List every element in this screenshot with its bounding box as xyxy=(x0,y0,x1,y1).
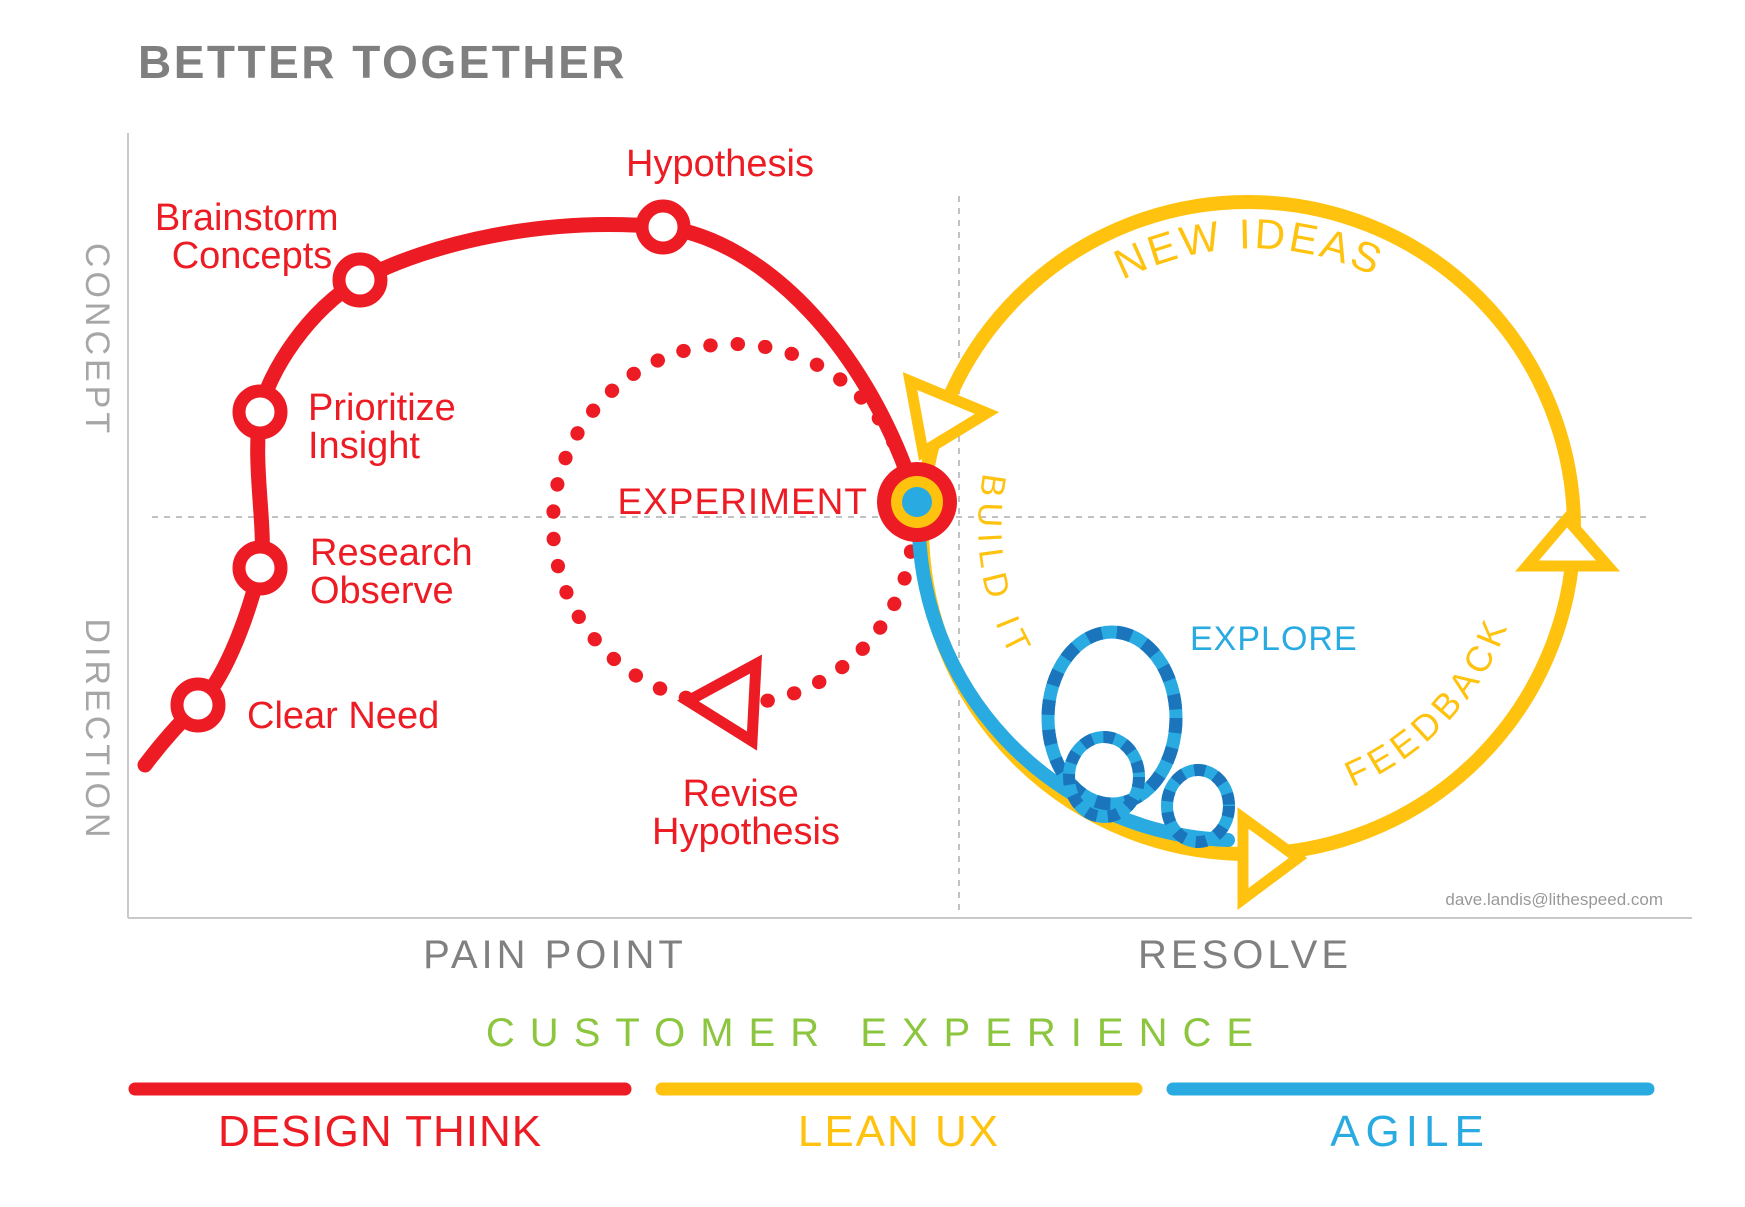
milestone-node-research-observe xyxy=(232,540,288,596)
label-experiment: EXPERIMENT xyxy=(617,481,868,522)
credit-email: dave.landis@lithespeed.com xyxy=(1445,890,1663,909)
agile-loop-medium xyxy=(1063,731,1145,823)
legend-label-lean-ux: LEAN UX xyxy=(798,1107,1000,1156)
milestone-node-brainstorm-concepts xyxy=(332,252,388,308)
legend-label-design-think: DESIGN THINK xyxy=(218,1107,542,1156)
agile-loop-large xyxy=(1041,625,1183,811)
customer-experience-banner: CUSTOMER EXPERIENCE xyxy=(486,1011,1268,1055)
label-revise-hypothesis: Revise Hypothesis xyxy=(652,773,840,853)
milestone-node-prioritize-insight xyxy=(232,384,288,440)
x-axis-label-pain-point: PAIN POINT xyxy=(423,933,687,977)
label-clear-need: Clear Need xyxy=(247,695,439,737)
label-prioritize-insight: Prioritize Insight xyxy=(308,387,466,467)
milestone-node-hypothesis xyxy=(635,199,691,255)
label-feedback: FEEDBACK xyxy=(1338,610,1516,795)
revise-hypothesis-arrow-icon xyxy=(677,654,763,751)
build-it-arrow-icon xyxy=(902,372,1000,461)
feedback-up-arrow-icon xyxy=(1515,510,1621,572)
label-explore: EXPLORE xyxy=(1190,620,1358,658)
label-hypothesis: Hypothesis xyxy=(626,143,814,185)
agile-loop-small xyxy=(1161,764,1235,848)
design-think-curve xyxy=(137,217,925,773)
experiment-bullseye-icon xyxy=(877,462,957,542)
label-research-observe: Research Observe xyxy=(310,532,483,612)
label-build-it: BUILD IT xyxy=(970,472,1041,666)
milestone-node-clear-need xyxy=(170,677,226,733)
y-axis-label-direction: DIRECTION xyxy=(78,619,116,842)
experiment-dotted-loop xyxy=(546,337,920,711)
x-axis-label-resolve: RESOLVE xyxy=(1138,933,1352,977)
explore-end-arrow-icon xyxy=(1237,807,1308,910)
agile-curve xyxy=(911,501,1235,847)
y-axis-label-concept: CONCEPT xyxy=(78,243,116,437)
label-brainstorm-concepts: Brainstorm Concepts xyxy=(155,197,349,277)
legend-label-agile: AGILE xyxy=(1330,1107,1490,1156)
page-title: BETTER TOGETHER xyxy=(138,36,627,88)
